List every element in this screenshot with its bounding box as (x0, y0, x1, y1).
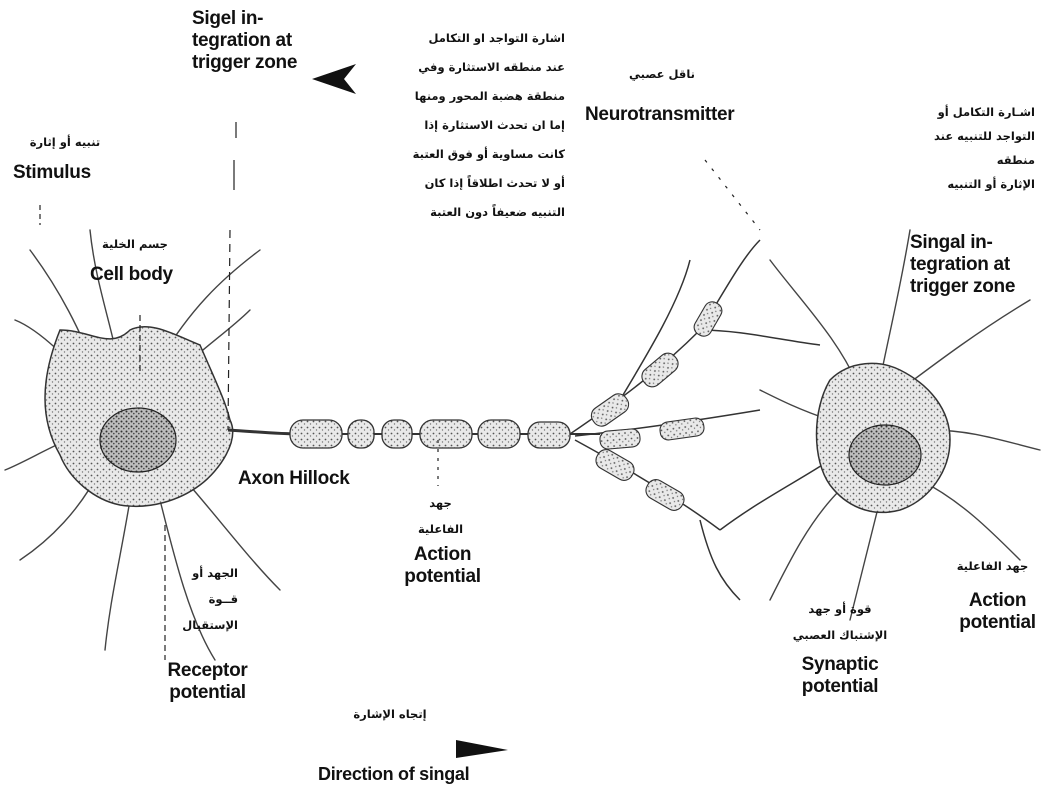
ar-integration-right-label: اشـارة التكامل أو التواجد للتنبيه عند من… (880, 100, 1035, 196)
left-nucleus (100, 408, 176, 472)
left-arrow-icon (312, 64, 356, 94)
ar-action-potential-mid-label: جهد الفاعلية (398, 490, 483, 542)
ar-neurotransmitter-label: ناقل عصبي (602, 68, 722, 81)
synaptic-potential-label: Synaptic potential (785, 654, 895, 698)
stimulus-label: Stimulus (13, 162, 91, 184)
action-potential-mid-label: Action potential (395, 544, 490, 588)
cell-body-label: Cell body (90, 264, 173, 286)
ar-direction-label: إتجاه الإشارة (340, 708, 440, 721)
ar-stimulus-label: تنبيه أو إثارة (5, 136, 125, 149)
right-nucleus (849, 425, 921, 485)
ar-receptor-label: الجهد أو قــوة الإستقبال (160, 560, 238, 638)
terminal-myelin (588, 299, 725, 514)
ar-action-potential-right-label: جهد الفاعلية (950, 560, 1035, 573)
singal-integration-label: Singal in- tegration at trigger zone (910, 232, 1015, 298)
ar-cell-body-label: جسم الخلية (85, 238, 185, 251)
ar-integration-description: اشارة التواجد او التكامل عند منطقه الاست… (380, 24, 565, 227)
axon (228, 420, 600, 448)
direction-arrow-icon (456, 740, 508, 758)
direction-label: Direction of singal (318, 764, 469, 785)
neurotransmitter-label: Neurotransmitter (585, 104, 734, 126)
sigel-integration-label: Sigel in- tegration at trigger zone (192, 8, 297, 74)
action-potential-right-label: Action potential (955, 590, 1040, 634)
axon-hillock-label: Axon Hillock (238, 468, 349, 490)
receptor-potential-label: Receptor potential (155, 660, 260, 704)
ar-synaptic-label: قوة أو جهد الإشتباك العصبي (780, 596, 900, 648)
